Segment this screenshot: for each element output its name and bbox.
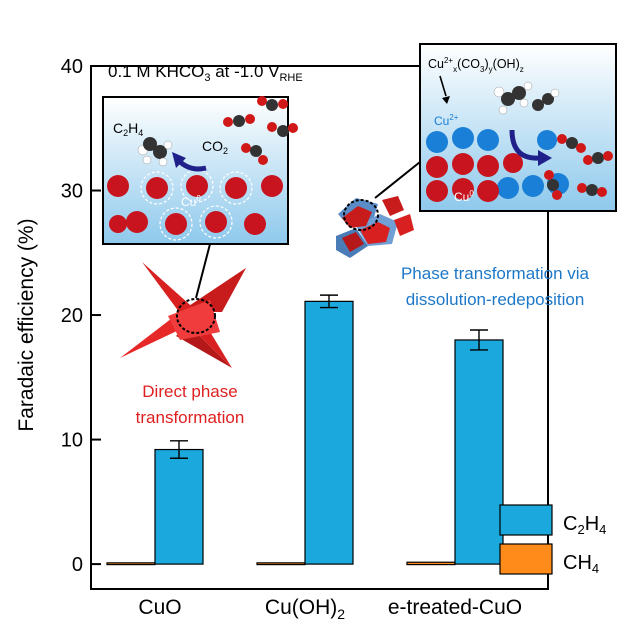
right-inset-arrowhead [538, 150, 552, 166]
title-main: 0.1 M KHCO [108, 62, 204, 81]
plot-frame [90, 65, 549, 590]
right-inset-box [419, 43, 617, 212]
x-tick-label-1: Cu(OH)2 [265, 596, 345, 622]
legend-swatch-c2h4 [499, 504, 553, 536]
cuo-crystal-illustration [120, 262, 246, 368]
cuoh2-particle-cluster [336, 196, 414, 258]
bar-c2h4-1 [304, 300, 354, 565]
bar-ch4-2 [406, 561, 456, 566]
left-inset-c2h4-label: C2H4 [113, 120, 143, 138]
legend-label-ch4: CH4 [563, 552, 599, 576]
y-tick-label-40: 40 [61, 56, 83, 78]
title-mid: at -1.0 V [210, 62, 280, 81]
title-sub-3: 3 [204, 72, 210, 84]
left-connector-line [195, 243, 211, 299]
y-tick-label-10: 10 [61, 430, 83, 452]
right-connector-line [374, 161, 421, 199]
right-inset-co2-molecules [544, 134, 613, 200]
left-inset-arrowhead [172, 152, 186, 168]
right-caption-line2: dissolution-redeposition [406, 290, 585, 309]
left-inset-co2-label: CO2 [202, 138, 228, 156]
legend-label-c2h4: C2H4 [563, 513, 606, 537]
right-zoom-circle [343, 199, 379, 231]
bar-c2h4-2 [454, 339, 504, 565]
x-tick-label-0: CuO [138, 596, 181, 619]
left-inset-dashed-outlines [140, 169, 253, 241]
right-inset-cu0-spheres [426, 153, 523, 202]
x-axis-labels: CuO Cu(OH)2 e-treated-CuO [138, 596, 522, 622]
left-inset-cu0-spheres [107, 175, 283, 235]
left-inset: Cu0 C2H4 CO2 [102, 96, 298, 245]
y-axis-ticks: 0 10 20 30 40 [61, 56, 101, 576]
right-caption-line1: Phase transformation via [401, 264, 590, 283]
right-inset-reaction-arrow [509, 129, 541, 161]
left-zoom-circle [176, 298, 216, 334]
legend-swatch-ch4 [499, 543, 553, 575]
legend: C2H4 CH4 [499, 504, 606, 576]
y-tick-label-0: 0 [72, 554, 83, 576]
left-caption-line1: Direct phase [142, 382, 237, 401]
bar-c2h4-0 [154, 448, 204, 565]
left-inset-ethylene-molecule [137, 137, 173, 167]
y-tick-label-30: 30 [61, 181, 83, 203]
bar-ch4-0 [106, 562, 156, 566]
title-sub-rhe: RHE [279, 72, 302, 84]
left-caption-line2: transformation [136, 408, 245, 427]
x-tick-label-2: e-treated-CuO [388, 596, 522, 619]
bar-ch4-1 [256, 562, 306, 566]
right-inset: Cu2+x(CO3)y(OH)z Cu2+ Cu0 [419, 43, 617, 212]
y-axis-label: Faradaic efficiency (%) [15, 218, 38, 431]
chart-title: 0.1 M KHCO3 at -1.0 VRHE [108, 62, 303, 84]
y-tick-label-20: 20 [61, 305, 83, 327]
right-inset-ethylene-molecule [493, 81, 560, 115]
right-inset-down-arrowhead [442, 96, 450, 104]
right-inset-down-arrow-line [439, 75, 447, 97]
right-inset-cu0-label: Cu0 [454, 189, 474, 204]
left-inset-co2-molecules [223, 96, 298, 165]
left-inset-cu0-label: Cu0 [181, 194, 201, 209]
bar-group [106, 294, 504, 566]
